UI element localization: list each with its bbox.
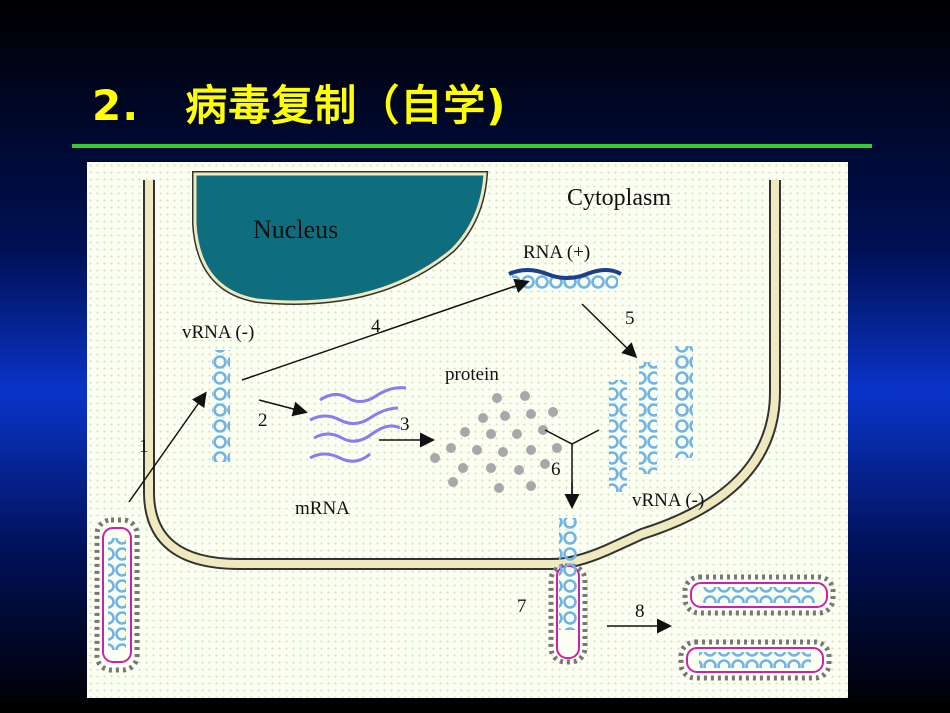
step-label-5: 5 — [625, 308, 635, 329]
budding-virion — [548, 518, 588, 665]
step-labels: 1 2 3 4 5 6 7 8 — [139, 308, 645, 622]
process-arrows — [128, 278, 672, 634]
title-text: 病毒复制（自学) — [185, 81, 507, 130]
title-number: 2. — [92, 81, 140, 130]
protein-label: protein — [445, 364, 499, 385]
step-label-4: 4 — [371, 316, 381, 337]
mrna-strands — [309, 386, 407, 463]
step-label-2: 2 — [258, 410, 268, 431]
title-divider — [72, 144, 872, 148]
cytoplasm-label: Cytoplasm — [567, 185, 671, 211]
nucleus: Nucleus — [192, 171, 489, 305]
entering-virion — [94, 517, 140, 673]
step-label-6: 6 — [551, 459, 561, 480]
released-virion-1 — [682, 574, 836, 616]
cell-membrane — [143, 180, 781, 570]
rna-plus-strand — [508, 268, 622, 290]
slide-title: 2. 病毒复制（自学) — [92, 72, 506, 133]
mrna-label: mRNA — [295, 498, 350, 519]
nucleus-label: Nucleus — [253, 215, 338, 244]
vrna-strand-group — [609, 346, 693, 492]
vrna-strand — [212, 350, 230, 462]
step-label-3: 3 — [400, 414, 410, 435]
step-label-8: 8 — [635, 601, 645, 622]
released-virion-2 — [678, 639, 832, 681]
rna-plus-label: RNA (+) — [523, 242, 590, 263]
step-label-1: 1 — [139, 436, 149, 457]
vrna-minus-label: vRNA (-) — [182, 322, 254, 343]
diagram-panel: Nucleus Cytoplasm RNA (+) vRNA (-) mRNA … — [87, 162, 848, 698]
protein-dots — [430, 391, 562, 493]
virus-replication-diagram: Nucleus Cytoplasm RNA (+) vRNA (-) mRNA … — [94, 171, 836, 681]
step-label-7: 7 — [517, 596, 527, 617]
vrna-minus-label-2: vRNA (-) — [632, 490, 704, 511]
